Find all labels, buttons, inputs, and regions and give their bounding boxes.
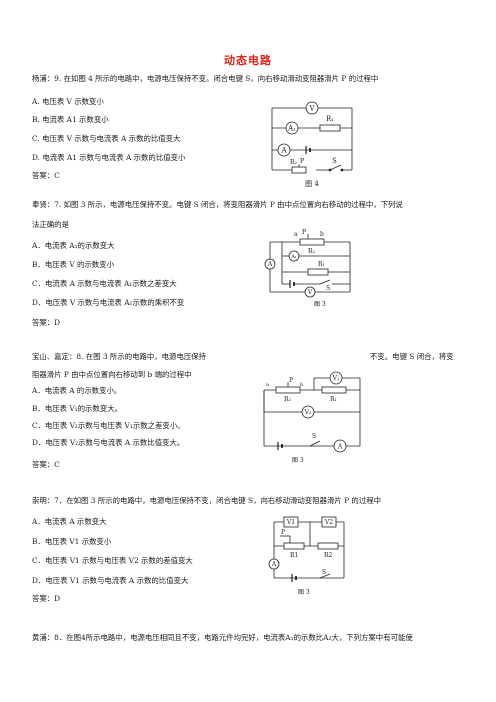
voltmeter-v2-icon	[301, 405, 315, 419]
page-title: 动态电路	[224, 54, 272, 67]
option-c: C．电压表 V₂示数与电压表 V₁示数之差变小。	[32, 421, 185, 430]
option-d: D．电压表 V 示数与电流表 A₁示数的乘积不变	[32, 298, 185, 307]
ammeter-a-icon	[268, 558, 280, 570]
svg-text:b: b	[320, 231, 324, 238]
answer: 答案：C	[32, 171, 60, 180]
option-b: B．电压表 V₁的示数变大。	[32, 404, 122, 413]
voltmeter-v1-icon	[283, 516, 299, 528]
svg-text:R₂: R₂	[290, 159, 298, 166]
question-text-cont: 法正确的是	[32, 220, 69, 229]
svg-text:R₁: R₁	[318, 261, 325, 268]
svg-text:A: A	[280, 147, 287, 155]
resistor-r2-icon	[317, 542, 339, 550]
switch-s-icon	[329, 164, 342, 171]
svg-text:V: V	[308, 105, 315, 113]
svg-text:S: S	[332, 157, 337, 165]
svg-text:S: S	[312, 433, 316, 440]
svg-text:A₁: A₁	[287, 125, 296, 133]
option-a: A．电流表 A₁的示数变大	[32, 241, 115, 250]
option-d: D．电压表 V₂示数与电流表 A 示数比值变大。	[32, 438, 185, 447]
switch-s-icon	[319, 573, 331, 579]
option-b: B．电压表 V1 示数变小	[32, 537, 112, 546]
option-c: C．电流表 A 示数与电流表 A₁示数之差变大	[32, 279, 177, 288]
svg-text:P: P	[289, 377, 293, 384]
svg-text:A₁: A₁	[290, 254, 297, 260]
option-c: C．电压表 V1 示数与电压表 V2 示数的差值变大	[32, 556, 193, 565]
resistor-r1-icon	[319, 124, 341, 132]
resistor-r1-icon	[307, 268, 329, 276]
svg-text:R1: R1	[290, 552, 298, 559]
rheostat-r2-icon	[275, 386, 301, 394]
question-text-cont: 阻器滑片 P 由中点位置向右移动到 b 端的过程中	[32, 370, 192, 379]
option-b: B．电压表 V 的示数变小	[32, 260, 114, 269]
answer: 答案：D	[32, 318, 61, 327]
circuit-diagram: V1 V2 P R1 R2 A S	[264, 512, 354, 598]
circuit-diagram: a P b R₂ A₁ A R₁ S	[264, 228, 354, 310]
ammeter-a1-icon	[288, 250, 300, 262]
ammeter-a1-icon	[285, 121, 299, 135]
switch-s-icon	[319, 279, 331, 285]
ammeter-a-icon	[277, 143, 291, 157]
voltmeter-v-icon	[304, 286, 316, 298]
svg-text:V2: V2	[324, 519, 333, 526]
figure-caption: 图 3	[298, 589, 310, 596]
answer: 答案：C	[32, 460, 60, 469]
svg-text:a: a	[294, 231, 298, 238]
voltmeter-v1-icon	[329, 371, 343, 385]
switch-s-icon	[309, 440, 321, 447]
svg-text:A: A	[337, 444, 343, 451]
option-a: A．电流表 A 的示数变小。	[32, 386, 122, 395]
question-text: 崇明：7．在如图 3 所示的电路中，电源电压保持不变，闭合电键 S，向右移动滑动…	[32, 496, 381, 505]
question-text-right: 不变。电键 S 闭合，将变	[370, 352, 454, 361]
option-c: C. 电压表 V 示数与电流表 A 示数的比值变大	[32, 134, 181, 143]
figure-caption: 图 3	[292, 457, 304, 464]
svg-text:P: P	[300, 158, 304, 165]
svg-text:V₂: V₂	[304, 409, 312, 416]
ammeter-a-icon	[333, 439, 347, 453]
svg-text:R2: R2	[324, 552, 333, 559]
ammeter-a-icon	[264, 258, 276, 270]
question-text: 奉贤：7. 如图 3 所示，电源电压保持不变。电键 S 闭合，将变阻器滑片 P …	[32, 200, 403, 209]
rheostat-r2-icon	[299, 238, 325, 246]
voltmeter-v2-icon	[321, 516, 337, 528]
svg-text:S: S	[322, 569, 326, 576]
svg-text:P: P	[302, 229, 306, 236]
question-text: 黄浦：8．在图4所示电路中，电源电压相同且不变，电路元件均完好，电流表A₁的示数…	[32, 633, 413, 642]
option-b: B. 电流表 A1 示数变小	[32, 115, 109, 124]
figure-caption: 图 4	[305, 180, 319, 188]
svg-text:V₁: V₁	[332, 375, 340, 382]
svg-text:A: A	[267, 261, 273, 268]
svg-text:V: V	[307, 289, 313, 296]
circuit-diagram: a P b R₂ R₁ V₁ V₂ S	[256, 366, 368, 468]
option-a: A. 电压表 V 示数变小	[32, 97, 104, 106]
svg-text:S: S	[326, 285, 330, 292]
svg-text:b: b	[300, 382, 303, 388]
question-text: 宝山、嘉定：8. 在图 3 所示的电路中，电源电压保持	[32, 352, 207, 361]
svg-text:a: a	[266, 382, 269, 388]
svg-text:R₁: R₁	[326, 115, 334, 123]
option-d: D．电压表 V1 示数与电流表 A 示数的比值变大	[32, 576, 189, 585]
svg-text:R₂: R₂	[308, 248, 316, 255]
resistor-r1-icon	[321, 386, 347, 394]
option-d: D. 电流表 A1 示数与电流表 A 示数的比值变小	[32, 153, 186, 162]
figure-caption: 图 3	[314, 301, 326, 308]
svg-text:P: P	[281, 529, 285, 536]
svg-text:R₂: R₂	[284, 396, 292, 403]
svg-text:R₁: R₁	[330, 396, 337, 403]
rheostat-r2-icon	[291, 166, 307, 174]
answer: 答案：D	[32, 594, 61, 603]
question-text: 杨浦：9. 在如图 4 所示的电路中，电源电压保持不变。闭合电键 S，向右移动滑…	[32, 74, 379, 83]
svg-text:A: A	[271, 561, 277, 568]
option-a: A．电流表 A 示数变大	[32, 517, 107, 526]
svg-text:V1: V1	[286, 519, 295, 526]
voltmeter-v-icon	[305, 101, 319, 115]
circuit-diagram: V A₁ R₁ A R₂ P	[262, 96, 362, 192]
rheostat-r1-icon	[283, 542, 305, 550]
